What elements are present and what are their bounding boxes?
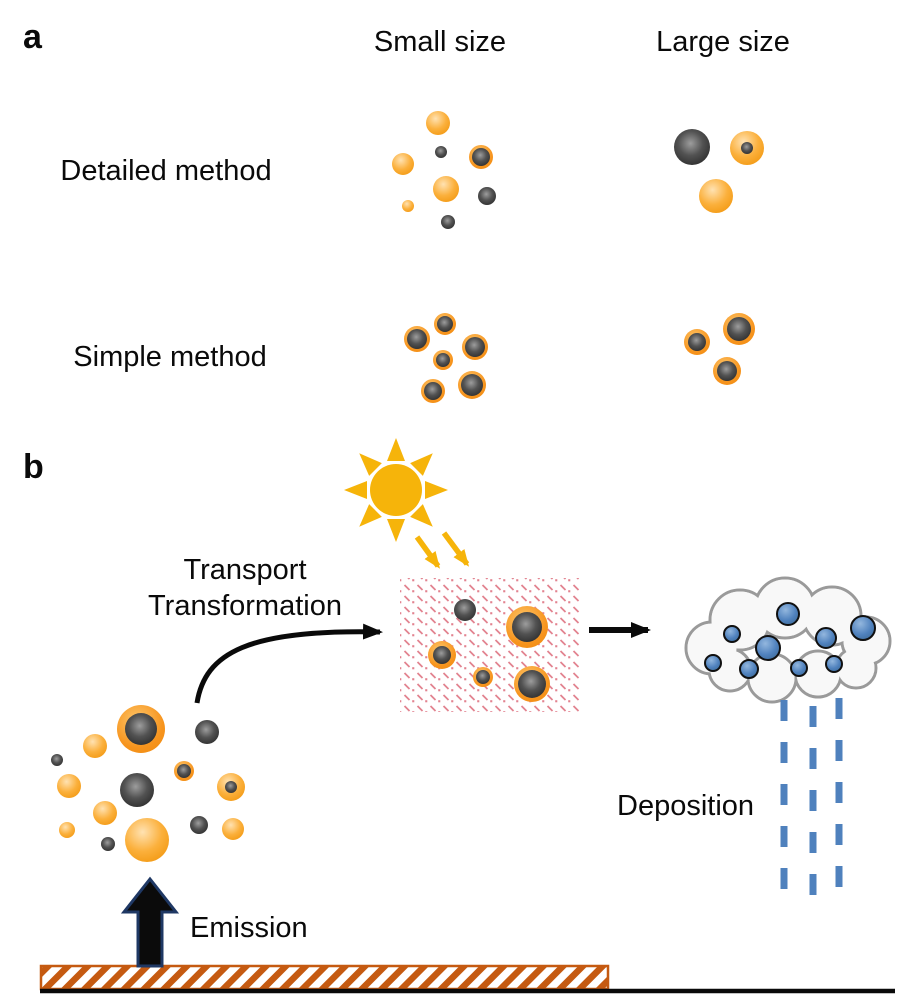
- deposition-label: Deposition: [617, 790, 755, 822]
- row-header-detailed-method: Detailed method: [60, 155, 272, 187]
- sun-icon: [344, 438, 448, 542]
- transport-arrow: [194, 623, 383, 704]
- panel-b-label: b: [23, 448, 44, 486]
- cloud-icon: [684, 576, 892, 704]
- column-header-small-size: Small size: [373, 26, 507, 58]
- row-header-simple-method: Simple method: [73, 341, 267, 373]
- transformation-label: Transformation: [148, 590, 342, 622]
- panel-a-label: a: [23, 18, 42, 56]
- column-header-large-size: Large size: [656, 26, 790, 58]
- emission-label: Emission: [190, 912, 308, 944]
- rain-dashed-lines: [780, 698, 843, 898]
- transport-label: Transport: [183, 554, 307, 586]
- emission-arrow: [120, 876, 180, 968]
- ground-surface: [39, 964, 610, 991]
- sunlight-arrows: [414, 531, 470, 569]
- transformation-box: [400, 578, 581, 712]
